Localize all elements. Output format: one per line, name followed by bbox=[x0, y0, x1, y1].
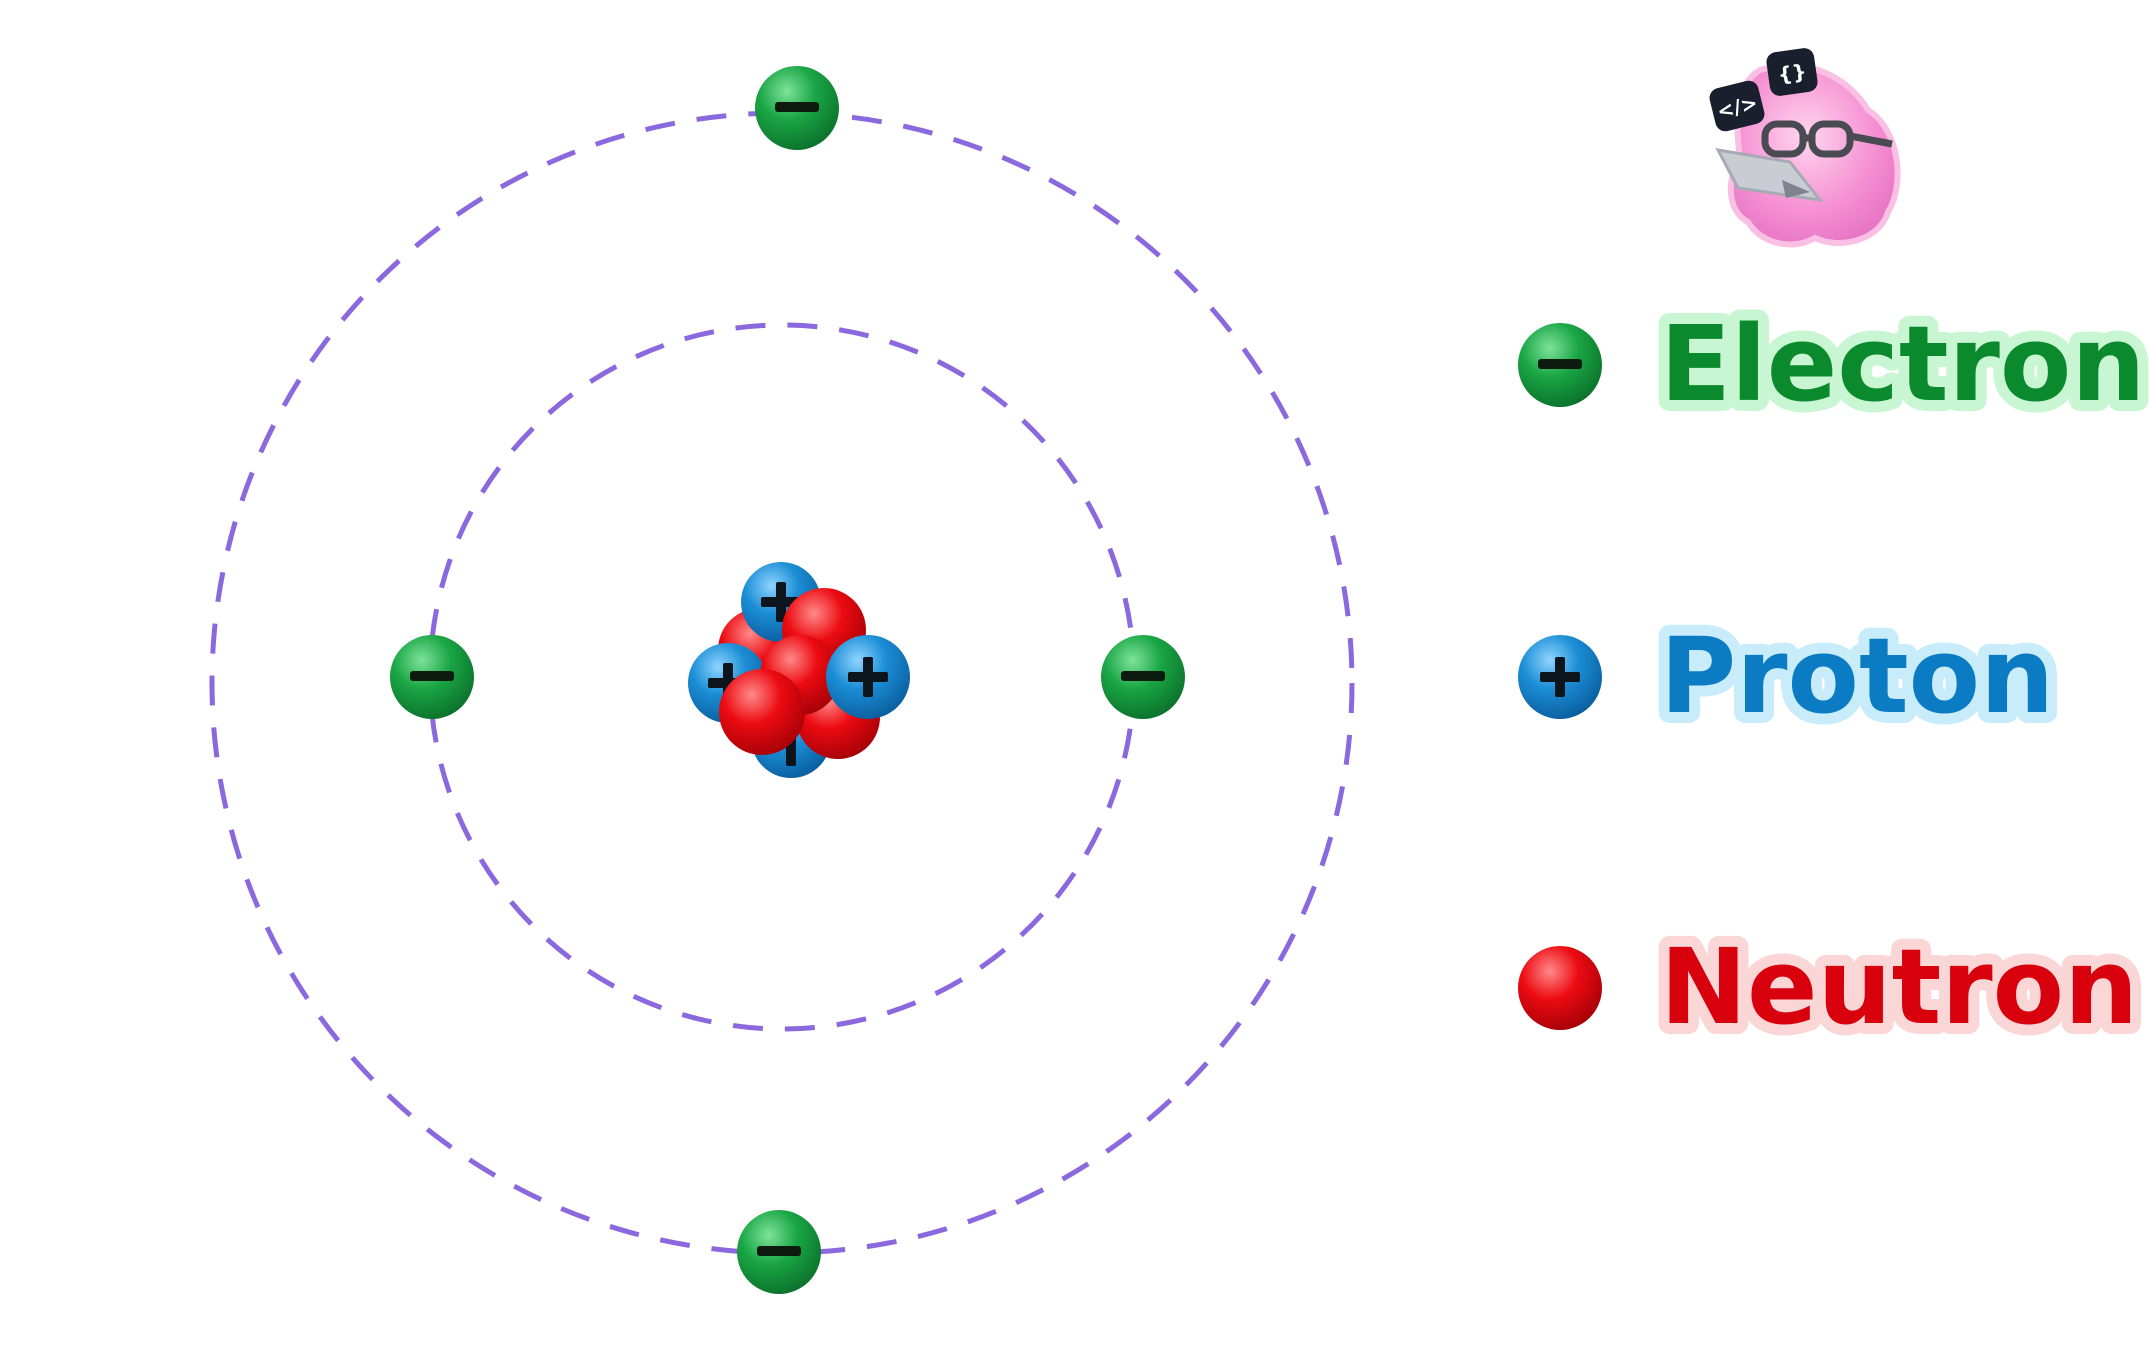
legend: Electron Proton Neutron bbox=[1518, 292, 2151, 1059]
nucleus bbox=[688, 562, 910, 778]
braces-icon: {} bbox=[1766, 48, 1818, 96]
legend-label-neutron: Neutron bbox=[1660, 926, 2138, 1048]
neutron-icon bbox=[1518, 946, 1602, 1030]
svg-text:{}: {} bbox=[1776, 59, 1808, 87]
electron-icon bbox=[1518, 323, 1602, 407]
legend-label-electron: Electron bbox=[1660, 303, 2145, 425]
proton-right bbox=[826, 635, 910, 719]
atom-diagram bbox=[209, 66, 1355, 1294]
glasses-icon bbox=[1761, 120, 1893, 158]
legend-item-neutron: Neutron bbox=[1518, 915, 2149, 1059]
neutron-lower-left bbox=[719, 669, 805, 755]
legend-item-electron: Electron bbox=[1518, 292, 2151, 436]
code-tag-icon: </> bbox=[1709, 80, 1765, 132]
legend-item-proton: Proton bbox=[1518, 604, 2065, 748]
electron-top bbox=[755, 66, 839, 150]
electron-right bbox=[1101, 635, 1185, 719]
logo: </> {} bbox=[1709, 48, 1901, 248]
laptop-icon bbox=[1715, 148, 1824, 203]
legend-label-proton: Proton bbox=[1660, 615, 2054, 737]
electron-left bbox=[390, 635, 474, 719]
electron-bottom bbox=[737, 1210, 821, 1294]
proton-icon bbox=[1518, 635, 1602, 719]
